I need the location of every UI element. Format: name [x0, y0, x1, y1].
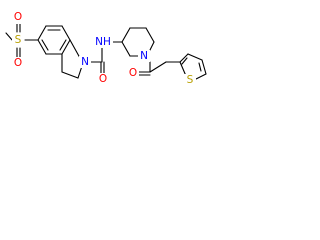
- oxygen-atom-label: O: [99, 73, 107, 85]
- nitrogen-atom-label: N: [140, 50, 148, 62]
- bond: [61, 71, 79, 79]
- molecule-structure: O S O N NH O N O S: [5, 11, 207, 86]
- bond: [187, 53, 203, 61]
- bond: [5, 32, 14, 42]
- bond: [149, 41, 155, 51]
- bond: [69, 39, 81, 59]
- bond: [37, 39, 47, 55]
- atom-labels: O S O N NH O N O S: [12, 11, 196, 86]
- bond: [59, 39, 67, 51]
- sulfur-atom-label: S: [187, 74, 194, 86]
- bond: [37, 25, 47, 41]
- bond: [179, 53, 189, 63]
- oxygen-atom-label: O: [14, 11, 22, 23]
- bond: [181, 57, 188, 65]
- oxygen-atom-label: O: [129, 67, 137, 79]
- bond: [61, 39, 71, 55]
- bonds: [5, 21, 207, 81]
- bond: [41, 39, 49, 51]
- bond: [198, 62, 202, 72]
- bond: [201, 59, 207, 75]
- bond: [61, 25, 71, 41]
- bond: [149, 61, 167, 73]
- oxygen-atom-label: O: [14, 57, 22, 69]
- bond: [121, 41, 131, 57]
- bond: [121, 27, 131, 43]
- sulfur-atom-label: S: [15, 34, 22, 46]
- nitrogen-atom-label: N: [81, 56, 89, 68]
- nh-atom-label: NH: [95, 36, 111, 48]
- bond: [145, 27, 155, 43]
- bond: [179, 61, 187, 77]
